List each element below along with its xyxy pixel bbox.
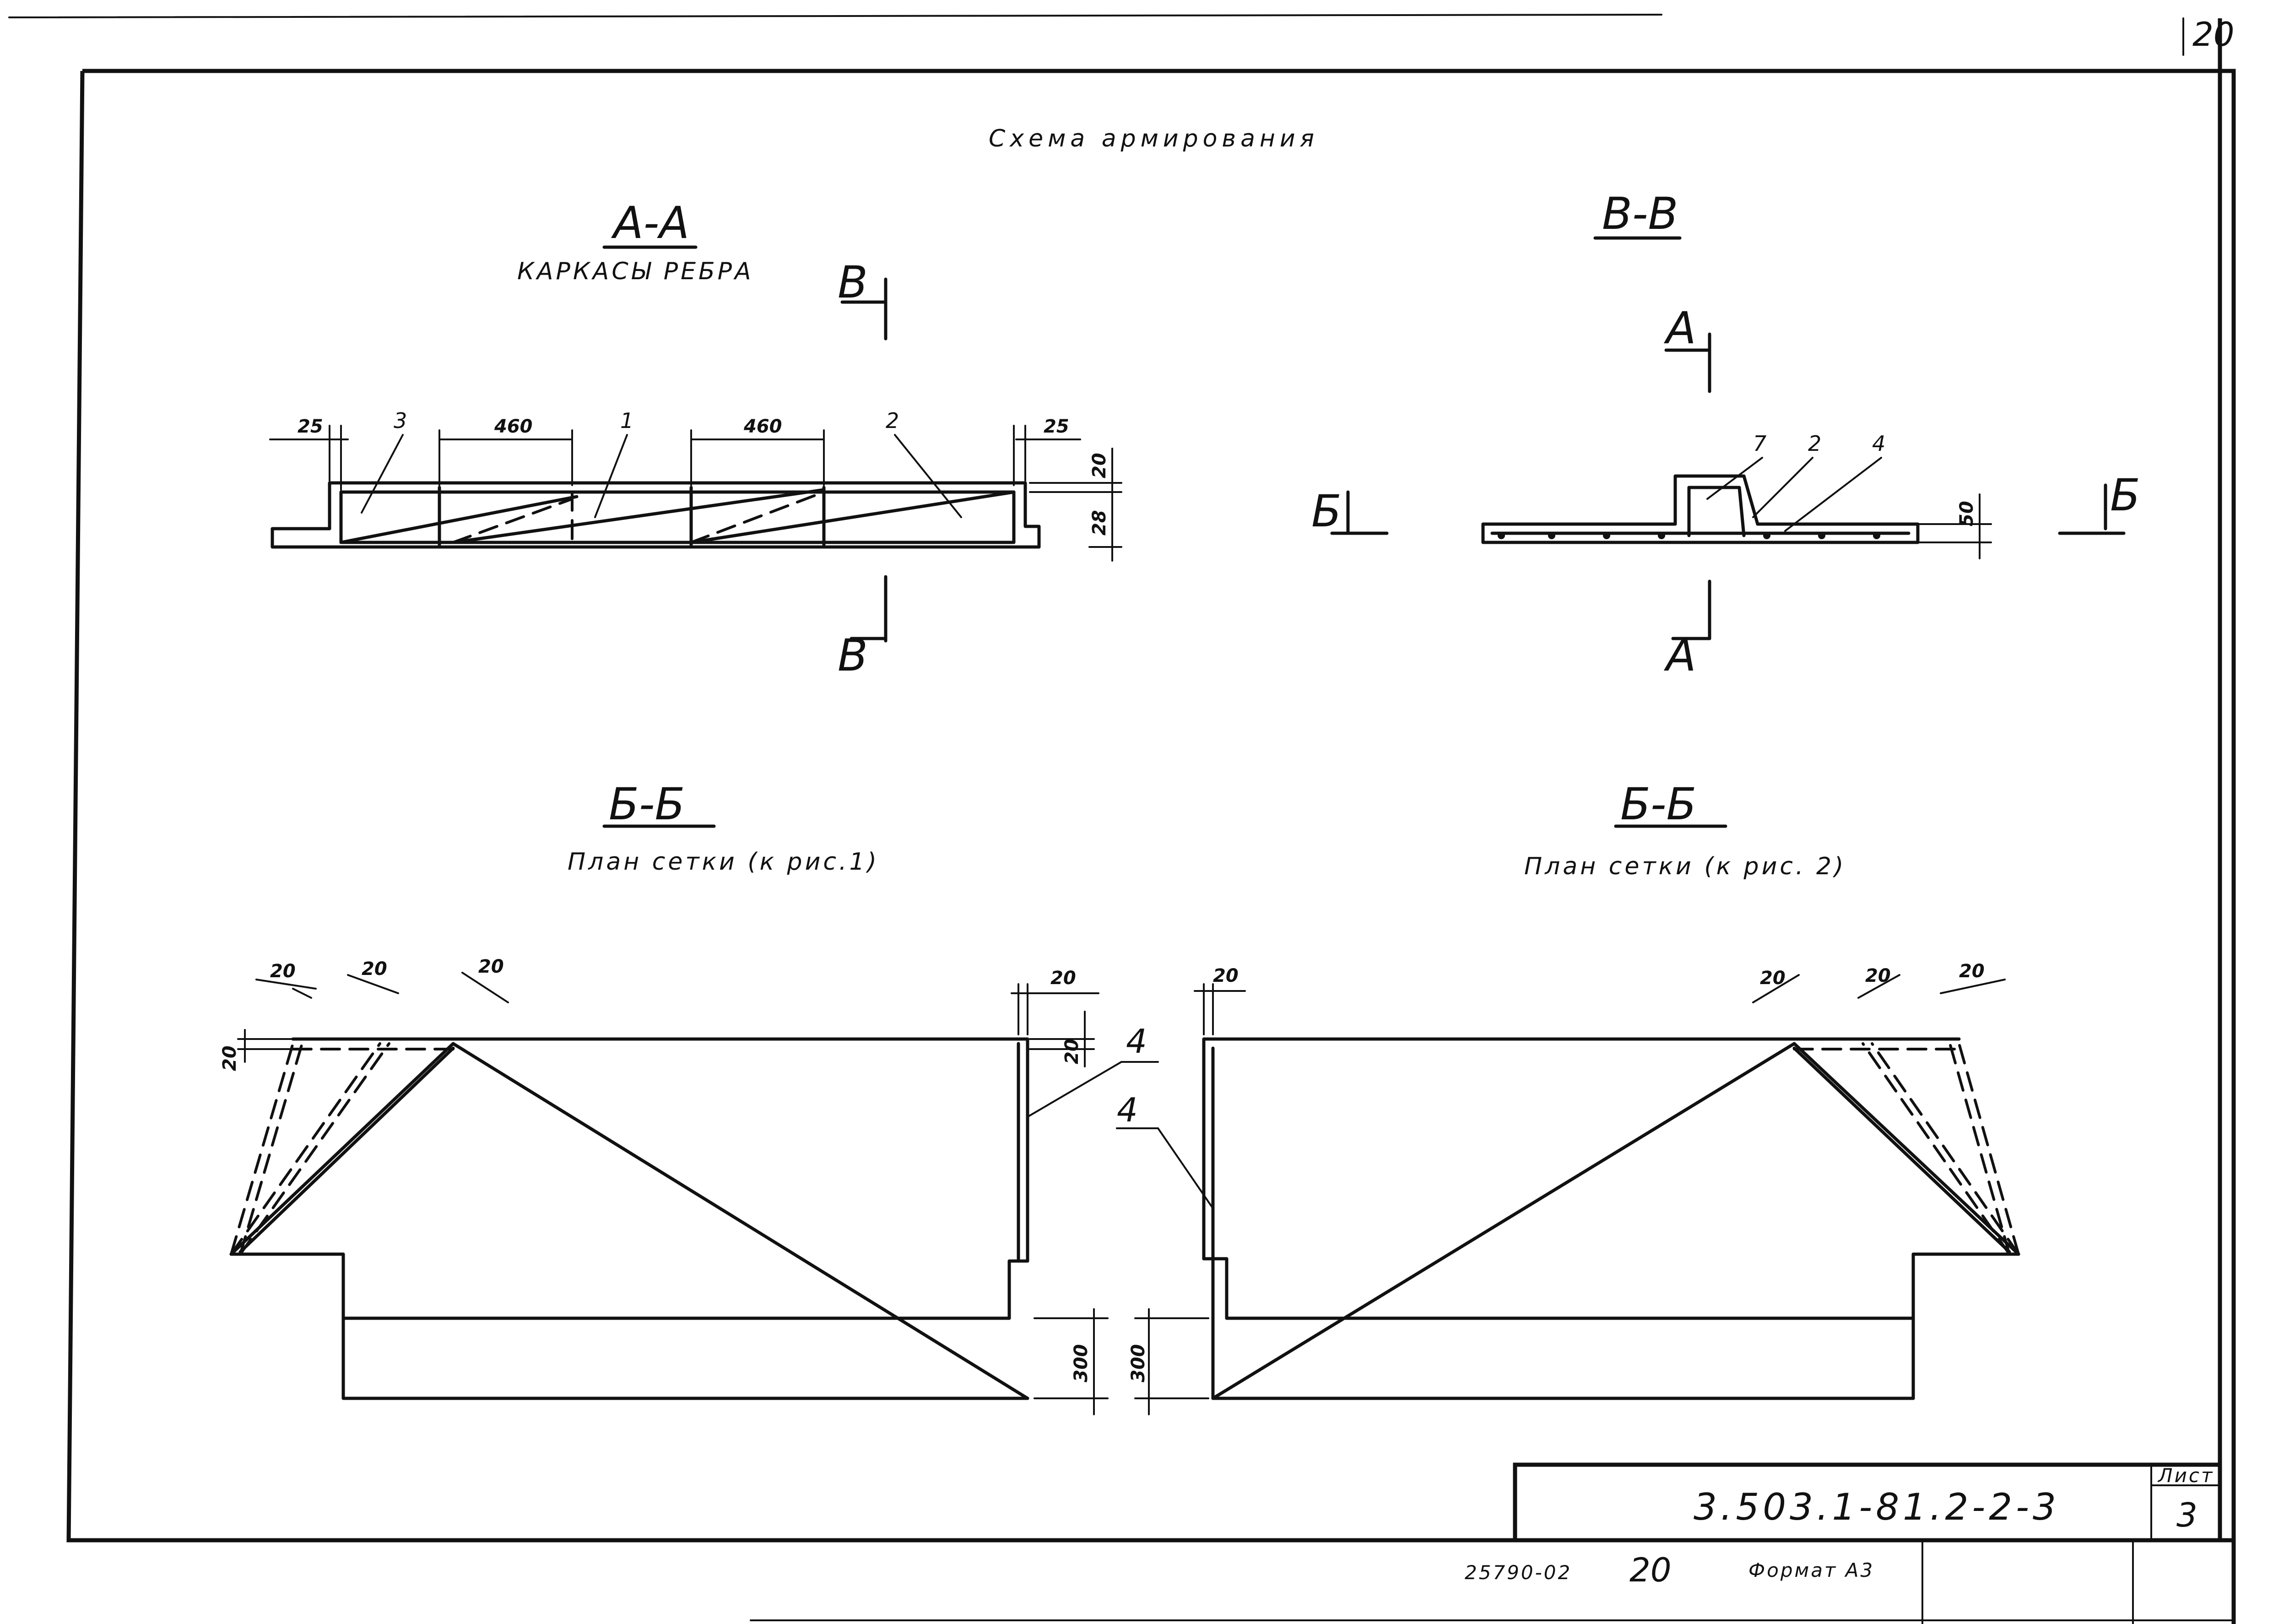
archive-page: 20 [1629,1551,1672,1589]
sheet-number: 3 [2176,1496,2197,1534]
section-aa-subtitle: КАРКАСЫ РЕБРА [517,258,754,285]
section-vv: В-В А А Б Б 50 7 2 4 [1311,188,2140,681]
dim-aa-left: 25 [298,416,323,437]
dim-plan1-left: 20 [219,1045,240,1071]
plan-1-title: Б-Б [609,779,685,830]
sheet-label: Лист [2157,1464,2214,1487]
callout-aa-3: 3 [394,408,407,433]
archive-number: 25790-02 [1465,1561,1572,1584]
plan-1: Б-Б План сетки (к рис.1) 20 20 20 [219,779,1159,1415]
dim-plan1-right: 20 [1061,1039,1082,1064]
rebar-dots [1498,532,1880,539]
dim-aa-top-height: 20 [1089,453,1110,478]
cut-mark-a-bottom: А [1663,630,1696,681]
section-aa: А-А КАРКАСЫ РЕБРА В В [269,197,1122,681]
title-block [1513,1462,2221,1540]
callout-vv-7: 7 [1753,431,1766,456]
section-vv-title: В-В [1602,188,1678,239]
dim-aa-span-2: 460 [743,416,782,437]
dim-plan1-angled-3: 20 [478,956,504,977]
dim-plan1-angled-1: 20 [270,961,296,982]
dim-aa-bottom-height: 28 [1089,510,1110,536]
dim-plan2-top-left: 20 [1213,965,1239,986]
cut-mark-a-top: А [1663,303,1696,354]
dim-plan1-angled-2: 20 [362,958,387,980]
sheet-format: Формат А3 [1748,1559,1874,1581]
plan-2-title: Б-Б [1620,779,1696,830]
cut-mark-b-left: Б [1311,486,1342,537]
cut-mark-b-bottom: В [838,630,868,681]
dim-vv-height: 50 [1956,501,1977,526]
dim-aa-right: 25 [1044,416,1069,437]
plan-2: Б-Б План сетки (к рис. 2) 20 20 20 20 30… [1116,779,2020,1415]
callout-aa-2: 2 [886,408,899,433]
drawing-title: Схема армирования [989,125,1319,152]
plan-2-subtitle: План сетки (к рис. 2) [1524,853,1846,880]
drawing-code: 3.503.1-81.2-2-3 [1694,1486,2060,1528]
sheet-frame [8,14,2236,1624]
callout-vv-4: 4 [1872,431,1885,456]
callout-aa-1: 1 [620,408,633,433]
callout-plan2-4: 4 [1117,1091,1138,1129]
plan-1-subtitle: План сетки (к рис.1) [568,848,879,876]
cut-mark-b-top: В [838,257,868,308]
dim-plan1-top-right: 20 [1050,968,1076,989]
callout-plan1-4: 4 [1126,1022,1147,1061]
section-aa-title: А-А [611,197,689,249]
dim-plan2-angled-3: 20 [1959,961,1985,982]
dim-plan1-bottom: 300 [1071,1344,1092,1383]
dim-aa-span-1: 460 [494,416,533,437]
corner-number: 20 [2192,15,2235,54]
callout-vv-2: 2 [1808,431,1821,456]
cut-mark-b-right: Б [2110,470,2140,521]
dim-plan2-bottom: 300 [1128,1344,1149,1383]
dim-plan2-angled-2: 20 [1865,965,1891,986]
dim-plan2-angled-1: 20 [1760,968,1786,989]
